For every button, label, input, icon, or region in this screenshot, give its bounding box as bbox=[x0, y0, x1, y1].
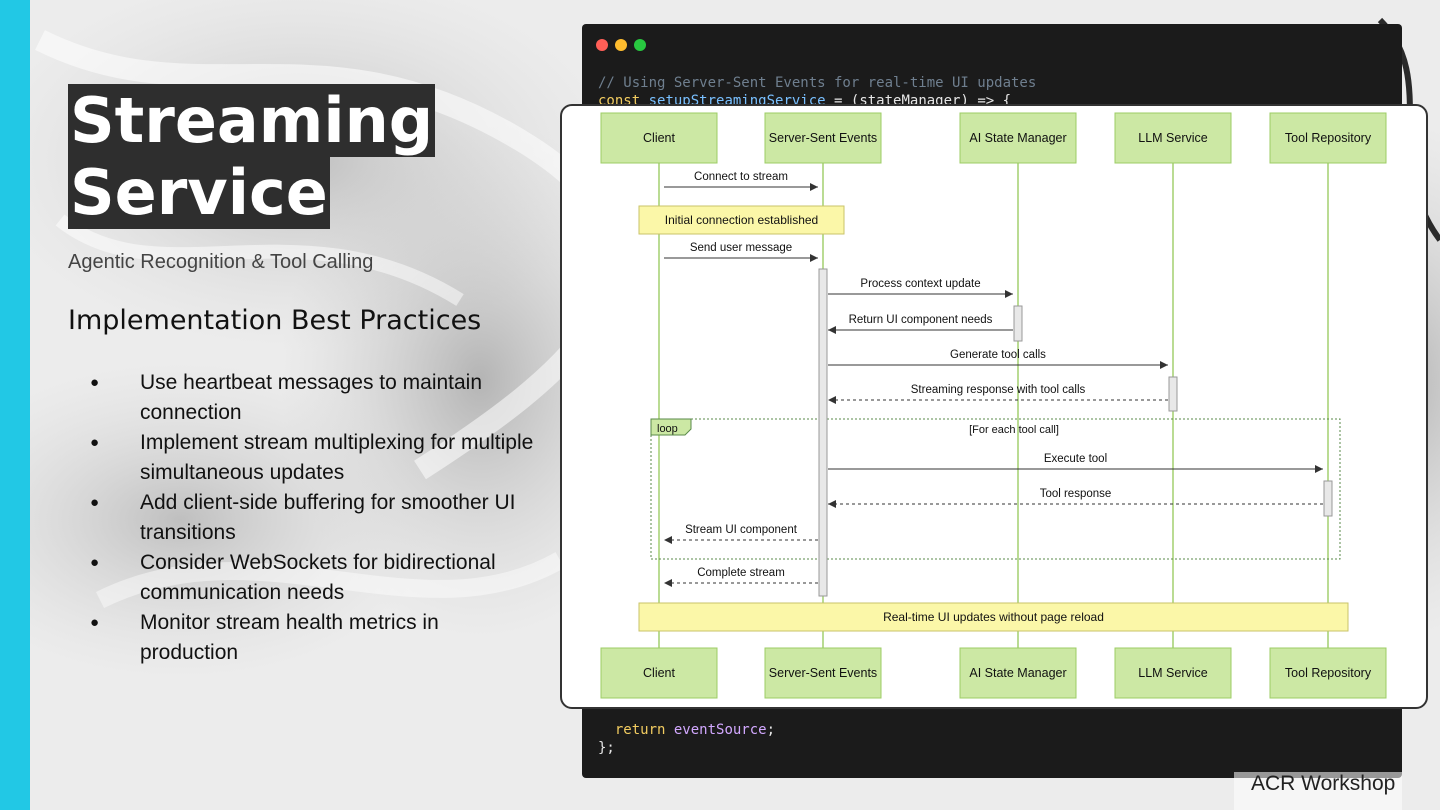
minimize-window-dot-icon bbox=[615, 39, 627, 51]
maximize-window-dot-icon bbox=[634, 39, 646, 51]
message-label-6: Execute tool bbox=[1044, 453, 1107, 465]
participant-top-label-1: Server-Sent Events bbox=[769, 131, 877, 145]
message-label-5: Streaming response with tool calls bbox=[911, 384, 1086, 396]
activation-bar-2 bbox=[1168, 376, 1178, 412]
participant-bottom-4 bbox=[1269, 647, 1387, 699]
slide-subtitle: Agentic Recognition & Tool Calling bbox=[68, 251, 374, 273]
participant-bottom-label-3: LLM Service bbox=[1138, 666, 1208, 680]
loop-condition-label: [For each tool call] bbox=[969, 424, 1059, 436]
title-line-2: Service bbox=[68, 156, 330, 229]
code-comment: // Using Server-Sent Events for real-tim… bbox=[598, 75, 1037, 91]
participant-top-label-2: AI State Manager bbox=[969, 131, 1066, 145]
participant-bottom-label-0: Client bbox=[643, 666, 675, 680]
sequence-diagram: loop [For each tool call] Initial connecti… bbox=[600, 112, 1387, 699]
title-line-1: Streaming bbox=[68, 84, 436, 157]
participant-bottom-0 bbox=[600, 647, 718, 699]
participant-top-label-3: LLM Service bbox=[1138, 131, 1208, 145]
footer-label: ACR Workshop bbox=[1251, 772, 1396, 795]
note-box-1 bbox=[638, 602, 1349, 632]
participant-bottom-label-1: Server-Sent Events bbox=[769, 666, 877, 680]
participant-bottom-label-4: Tool Repository bbox=[1285, 666, 1372, 680]
participant-bottom-1 bbox=[764, 647, 882, 699]
participant-top-0 bbox=[600, 112, 718, 164]
participant-top-2 bbox=[959, 112, 1077, 164]
best-practices-list: Use heartbeat messages to maintain conne… bbox=[68, 368, 538, 668]
participant-top-1 bbox=[764, 112, 882, 164]
bullet-item: Add client-side buffering for smoother U… bbox=[68, 488, 538, 548]
left-accent-bar bbox=[0, 0, 30, 810]
participant-top-3 bbox=[1114, 112, 1232, 164]
close-window-dot-icon bbox=[596, 39, 608, 51]
loop-tag-box bbox=[650, 418, 692, 436]
slide-title: Streaming Service bbox=[68, 84, 436, 229]
bullet-item: Use heartbeat messages to maintain conne… bbox=[68, 368, 538, 428]
note-box-0 bbox=[638, 205, 845, 235]
message-label-1: Send user message bbox=[690, 242, 792, 254]
message-label-0: Connect to stream bbox=[694, 171, 788, 183]
bullet-item: Implement stream multiplexing for multip… bbox=[68, 428, 538, 488]
participant-bottom-label-2: AI State Manager bbox=[969, 666, 1066, 680]
bullet-item: Consider WebSockets for bidirectional co… bbox=[68, 548, 538, 608]
code-keyword-return: return bbox=[614, 722, 666, 738]
code-closing-brace: }; bbox=[598, 740, 615, 756]
participant-bottom-2 bbox=[959, 647, 1077, 699]
message-label-4: Generate tool calls bbox=[950, 349, 1046, 361]
message-label-3: Return UI component needs bbox=[849, 314, 993, 326]
message-label-7: Tool response bbox=[1040, 488, 1112, 500]
note-label-0: Initial connection established bbox=[665, 213, 818, 227]
code-return-line: return eventSource; bbox=[598, 721, 775, 739]
loop-tag-label: loop bbox=[657, 423, 678, 435]
participant-top-label-4: Tool Repository bbox=[1285, 131, 1372, 145]
participant-bottom-3 bbox=[1114, 647, 1232, 699]
participant-top-label-0: Client bbox=[643, 131, 675, 145]
activation-bar-3 bbox=[1323, 480, 1333, 517]
code-closing-line: }; bbox=[598, 739, 615, 757]
code-return-value: eventSource bbox=[673, 722, 767, 738]
code-semicolon: ; bbox=[766, 722, 776, 738]
message-label-8: Stream UI component bbox=[685, 524, 798, 536]
message-label-2: Process context update bbox=[860, 278, 980, 290]
activation-bar-1 bbox=[1013, 305, 1023, 342]
note-label-1: Real-time UI updates without page reload bbox=[883, 610, 1104, 624]
section-heading: Implementation Best Practices bbox=[68, 305, 482, 336]
activation-bar-0 bbox=[818, 268, 828, 597]
bullet-item: Monitor stream health metrics in product… bbox=[68, 608, 538, 668]
participant-top-4 bbox=[1269, 112, 1387, 164]
loop-frame bbox=[650, 418, 1341, 560]
footer-label-box: ACR Workshop bbox=[1234, 772, 1402, 810]
code-comment-line: // Using Server-Sent Events for real-tim… bbox=[598, 74, 1036, 92]
sequence-diagram-card: loop [For each tool call] Initial connecti… bbox=[560, 104, 1428, 709]
message-label-9: Complete stream bbox=[697, 567, 785, 579]
